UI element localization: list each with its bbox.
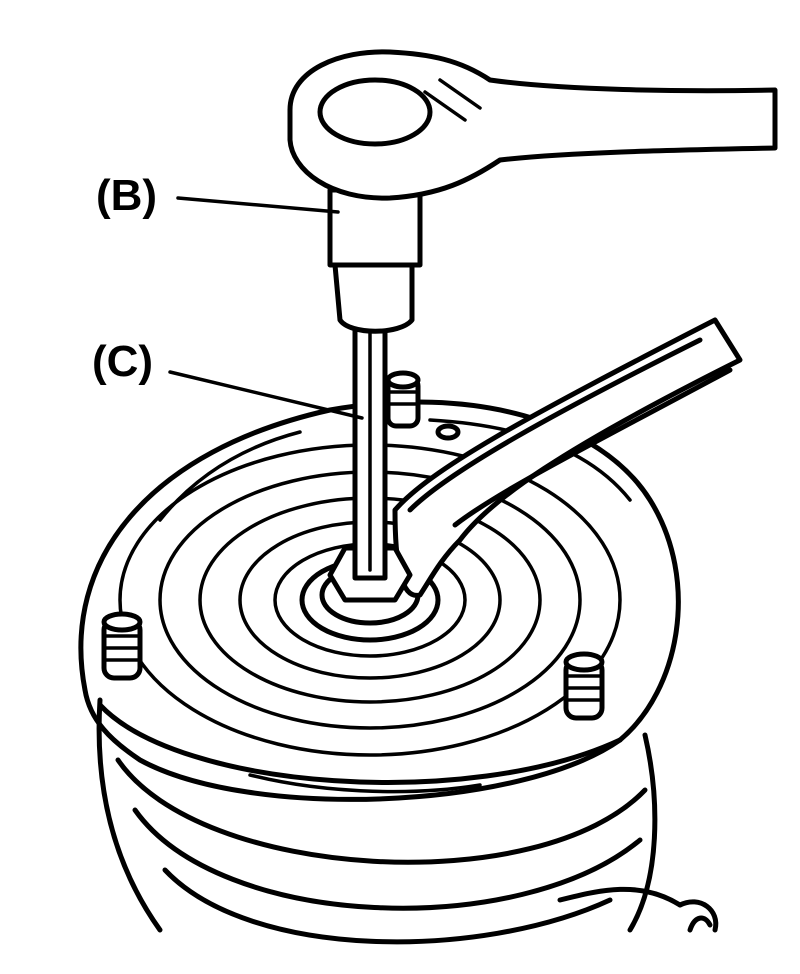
- ratchet-handle: [287, 49, 778, 201]
- callout-label-b: (B): [96, 171, 158, 220]
- callout-leader-b: [176, 196, 340, 214]
- mount-stud-right: [563, 651, 605, 721]
- strut-body: [96, 697, 719, 945]
- open-end-wrench: [392, 317, 743, 598]
- socket-adapter: [327, 187, 423, 334]
- callout-leader-c: [168, 370, 364, 420]
- callout-label-c: (C): [92, 337, 154, 386]
- hex-key-rod: [352, 317, 388, 581]
- mount-stud-left: [101, 611, 143, 681]
- mount-stud-rear: [385, 370, 461, 441]
